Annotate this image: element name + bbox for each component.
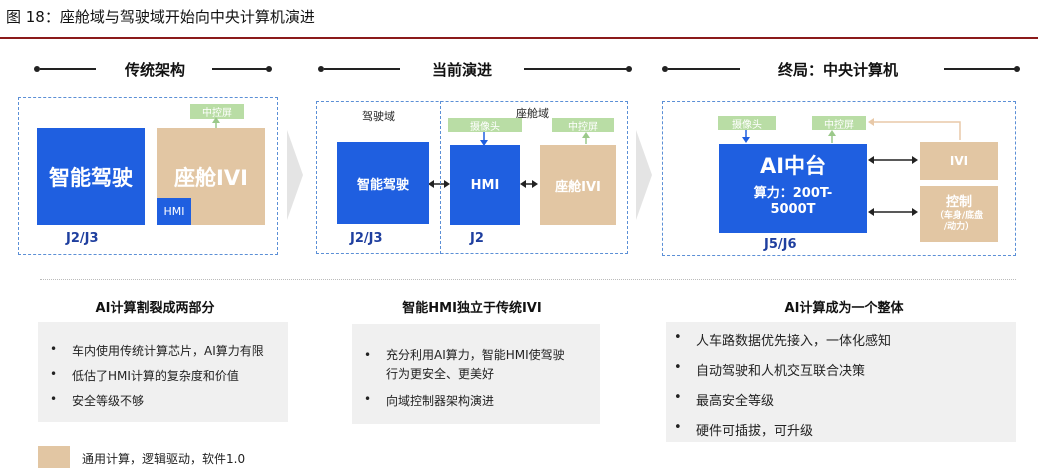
tag-central-screen: 中控屏	[190, 104, 244, 119]
cockpit-ivi-box: 座舱IVI	[540, 145, 616, 225]
panel-traditional	[18, 97, 278, 255]
figure-title: 图 18：座舱域与驾驶域开始向中央计算机演进	[6, 8, 315, 26]
header-line-left	[324, 68, 400, 70]
summary-bullet: 充分利用AI算力，智能HMI使驾驶行为更安全、更美好	[364, 346, 576, 384]
summary-heading-2: 智能HMI独立于传统IVI	[402, 301, 542, 316]
tag-camera: 摄像头	[718, 116, 776, 131]
control-box: 控制 （车身/底盘 /动力）	[920, 186, 998, 242]
chip-label-right: J2	[470, 231, 484, 246]
summary-heading-3: AI计算成为一个整体	[784, 301, 904, 316]
panel-current	[316, 101, 628, 254]
header-dot-right	[626, 66, 632, 72]
driving-domain-label: 驾驶域	[362, 110, 395, 123]
hmi-box: HMI	[450, 145, 520, 225]
chevron-arrow-icon	[636, 130, 652, 220]
header-dot-right	[266, 66, 272, 72]
ivi-box: IVI	[920, 142, 998, 180]
summary-bullet: 低估了HMI计算的复杂度和价值	[50, 367, 288, 384]
summary-box-1: 车内使用传统计算芯片，AI算力有限 低估了HMI计算的复杂度和价值 安全等级不够	[38, 322, 288, 422]
summary-box-2: 充分利用AI算力，智能HMI使驾驶行为更安全、更美好 向域控制器架构演进	[352, 324, 600, 424]
header-line-right	[944, 68, 1018, 70]
cockpit-domain-label: 座舱域	[516, 107, 549, 120]
section-header-1: 传统架构	[124, 61, 185, 79]
chip-label: J5/J6	[764, 237, 797, 252]
intelligent-driving-box: 智能驾驶	[337, 142, 429, 224]
header-line-right	[524, 68, 628, 70]
hmi-box: HMI	[157, 198, 191, 225]
header-line-left	[40, 68, 96, 70]
header-line-right	[212, 68, 268, 70]
header-dot-left	[318, 66, 324, 72]
header-dot-left	[34, 66, 40, 72]
header-dot-right	[1014, 66, 1020, 72]
summary-bullet: 车内使用传统计算芯片，AI算力有限	[50, 342, 288, 359]
control-sub-1: （车身/底盘	[934, 211, 984, 221]
control-title: 控制	[945, 195, 972, 210]
ai-power-line-1: 算力：200T-	[753, 186, 833, 201]
intelligent-driving-box: 智能驾驶	[37, 128, 145, 225]
chip-label-left: J2/J3	[350, 231, 383, 246]
header-dot-left	[662, 66, 668, 72]
tag-central-screen: 中控屏	[812, 116, 866, 131]
summary-heading-1: AI计算割裂成两部分	[95, 301, 215, 316]
legend-text: 通用计算，逻辑驱动，软件1.0	[82, 452, 246, 466]
summary-bullet: 硬件可插拔，可升级	[674, 420, 1016, 439]
summary-bullet: 人车路数据优先接入，一体化感知	[674, 330, 1016, 349]
title-rule	[0, 37, 1038, 39]
ai-center-box: AI中台 算力：200T- 5000T	[719, 144, 867, 233]
control-sub-2: /动力）	[943, 222, 975, 232]
ai-power-line-2: 5000T	[770, 202, 816, 217]
tag-central-screen: 中控屏	[552, 118, 614, 133]
section-separator	[40, 279, 1016, 280]
summary-bullet: 安全等级不够	[50, 392, 288, 409]
summary-bullet: 向域控制器架构演进	[364, 392, 600, 409]
chip-label: J2/J3	[66, 231, 99, 246]
section-header-3: 终局：中央计算机	[777, 61, 898, 79]
chevron-arrow-icon	[287, 130, 303, 220]
domain-divider	[440, 101, 441, 254]
header-line-left	[668, 68, 740, 70]
section-header-2: 当前演进	[431, 61, 492, 79]
tag-camera: 摄像头	[448, 118, 522, 133]
legend-swatch	[38, 446, 70, 468]
summary-bullet: 自动驾驶和人机交互联合决策	[674, 360, 1016, 379]
ai-center-title: AI中台	[759, 154, 827, 178]
panel-final	[662, 101, 1016, 256]
summary-bullet: 最高安全等级	[674, 390, 1016, 409]
summary-box-3: 人车路数据优先接入，一体化感知 自动驾驶和人机交互联合决策 最高安全等级 硬件可…	[666, 322, 1016, 442]
